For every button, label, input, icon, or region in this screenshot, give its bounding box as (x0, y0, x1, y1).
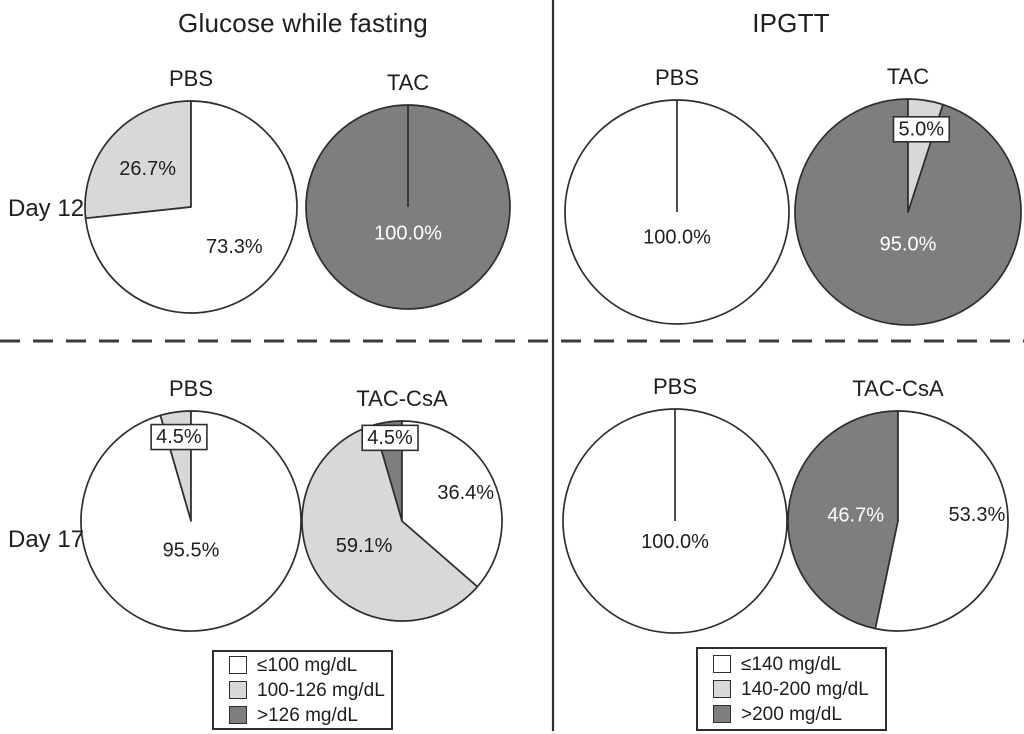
pie-percentage-label: 36.4% (437, 482, 494, 504)
legend-item: 140-200 mg/dL (713, 678, 885, 701)
pie-title: PBS (169, 66, 213, 91)
legend-swatch-icon (713, 655, 731, 673)
pie-ipgtt-day17-tac-csa: 46.7% 53.3% TAC-CsA (787, 376, 1009, 632)
pie-title: PBS (653, 374, 697, 399)
pie-percentage-label: 100.0% (643, 227, 711, 249)
pie-percentage-label: 26.7% (119, 158, 176, 180)
pie-percentage-label: 53.3% (949, 504, 1006, 526)
pie-slice-fasting-day17-tac-csa-2 (401, 420, 503, 588)
pie-title: PBS (655, 65, 699, 90)
legend-item: ≤100 mg/dL (229, 654, 391, 677)
pie-title: PBS (169, 376, 213, 401)
pie-slice-fasting-day12-pbs-1 (84, 100, 298, 314)
legend-label: 100-126 mg/dL (257, 679, 385, 701)
pie-percentage-label: 5.0% (898, 118, 944, 140)
pie-percentage-label: 100.0% (374, 223, 442, 245)
pie-ipgtt-day12-pbs: 100.0% PBS (564, 65, 790, 325)
legend-label: >200 mg/dL (741, 703, 842, 725)
pie-title: TAC (887, 64, 929, 89)
pie-ipgtt-day12-tac: 95.0% 5.0% TAC (794, 64, 1022, 326)
row-label-day12: Day 12 (8, 195, 85, 222)
pie-slice-fasting-day17-tac-csa-1 (301, 424, 479, 622)
pie-percentage-label: 4.5% (367, 427, 413, 449)
legend-label: 140-200 mg/dL (741, 678, 869, 700)
pie-percentage-label: 73.3% (206, 236, 263, 258)
pie-fasting-day12-pbs: 26.7% 73.3% PBS (84, 66, 298, 314)
pie-slice-ipgtt-day12-tac-0 (794, 98, 1022, 326)
pie-title: TAC-CsA (852, 376, 944, 401)
pie-fasting-day17-tac-csa: 4.5% 59.1% 36.4% TAC-CsA (301, 386, 503, 622)
pie-fasting-day12-tac: 100.0% TAC (305, 70, 511, 310)
pie-slice-fasting-day17-pbs-1 (80, 410, 302, 632)
legend-label: >126 mg/dL (257, 704, 358, 726)
pie-percentage-label: 59.1% (336, 535, 393, 557)
legend-label: ≤100 mg/dL (257, 654, 358, 676)
pie-percentage-label: 4.5% (156, 426, 202, 448)
pie-percentage-label: 95.0% (880, 234, 937, 256)
fasting-legend: ≤100 mg/dL 100-126 mg/dL >126 mg/dL (212, 650, 393, 730)
ipgtt-legend: ≤140 mg/dL 140-200 mg/dL >200 mg/dL (696, 647, 887, 731)
pie-title: TAC (387, 70, 429, 95)
legend-swatch-icon (229, 681, 247, 699)
legend-swatch-icon (229, 706, 247, 724)
pie-percentage-label: 46.7% (827, 504, 884, 526)
legend-item: ≤140 mg/dL (713, 653, 885, 676)
legend-item: 100-126 mg/dL (229, 679, 391, 702)
pie-slice-ipgtt-day17-tac-csa-1 (874, 410, 1009, 632)
pie-percentage-label: 100.0% (641, 531, 709, 553)
pie-slice-ipgtt-day17-tac-csa-0 (787, 410, 899, 630)
pie-percentage-label: 95.5% (163, 540, 220, 562)
pct-label-box (361, 424, 419, 452)
column-title-fasting: Glucose while fasting (178, 8, 428, 38)
pct-label-box (150, 423, 208, 451)
pct-label-box (892, 115, 951, 143)
legend-swatch-icon (713, 680, 731, 698)
pie-fasting-day17-pbs: 4.5% 95.5% PBS (80, 376, 302, 632)
pie-slice-fasting-day12-pbs-0 (84, 100, 192, 220)
legend-swatch-icon (229, 656, 247, 674)
legend-item: >200 mg/dL (713, 703, 885, 726)
pie-title: TAC-CsA (356, 386, 448, 411)
legend-label: ≤140 mg/dL (741, 653, 842, 675)
pie-ipgtt-day17-pbs: 100.0% PBS (562, 374, 788, 634)
row-label-day17: Day 17 (8, 526, 85, 553)
column-title-ipgtt: IPGTT (752, 8, 830, 38)
legend-swatch-icon (713, 705, 731, 723)
legend-item: >126 mg/dL (229, 704, 391, 727)
